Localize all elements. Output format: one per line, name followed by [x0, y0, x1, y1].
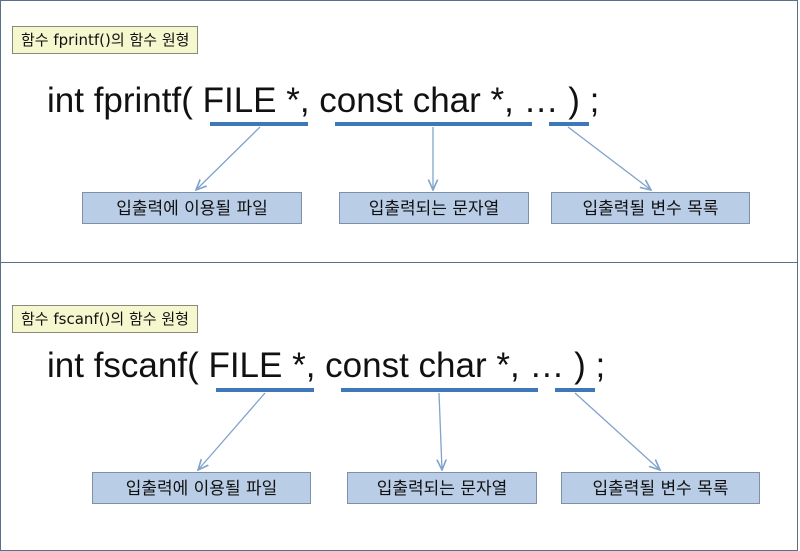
fscanf-args-label: 입출력될 변수 목록	[561, 472, 760, 504]
fscanf-format-underline	[341, 388, 538, 392]
fprintf-file-underline	[210, 122, 308, 126]
fscanf-args-underline	[555, 388, 595, 392]
fscanf-prototype: int fscanf( FILE *, const char *, … ) ;	[47, 346, 606, 385]
fprintf-prototype: int fprintf( FILE *, const char *, … ) ;	[47, 81, 600, 120]
fscanf-file-underline	[216, 388, 314, 392]
fscanf-file-label: 입출력에 이용될 파일	[92, 472, 311, 504]
fprintf-args-arrow	[567, 126, 651, 190]
fprintf-format-underline	[335, 122, 532, 126]
fprintf-format-label: 입출력되는 문자열	[339, 192, 529, 224]
fscanf-args-arrow	[574, 392, 660, 470]
fprintf-args-label: 입출력될 변수 목록	[551, 192, 750, 224]
fscanf-format-label: 입출력되는 문자열	[347, 472, 537, 504]
fprintf-file-arrow	[196, 126, 261, 190]
fprintf-title: 함수 fprintf()의 함수 원형	[12, 26, 199, 54]
fprintf-args-underline	[549, 122, 589, 126]
fscanf-title: 함수 fscanf()의 함수 원형	[12, 305, 198, 333]
fprintf-file-label: 입출력에 이용될 파일	[82, 192, 302, 224]
fscanf-format-arrow	[439, 392, 442, 470]
fscanf-file-arrow	[198, 392, 266, 470]
